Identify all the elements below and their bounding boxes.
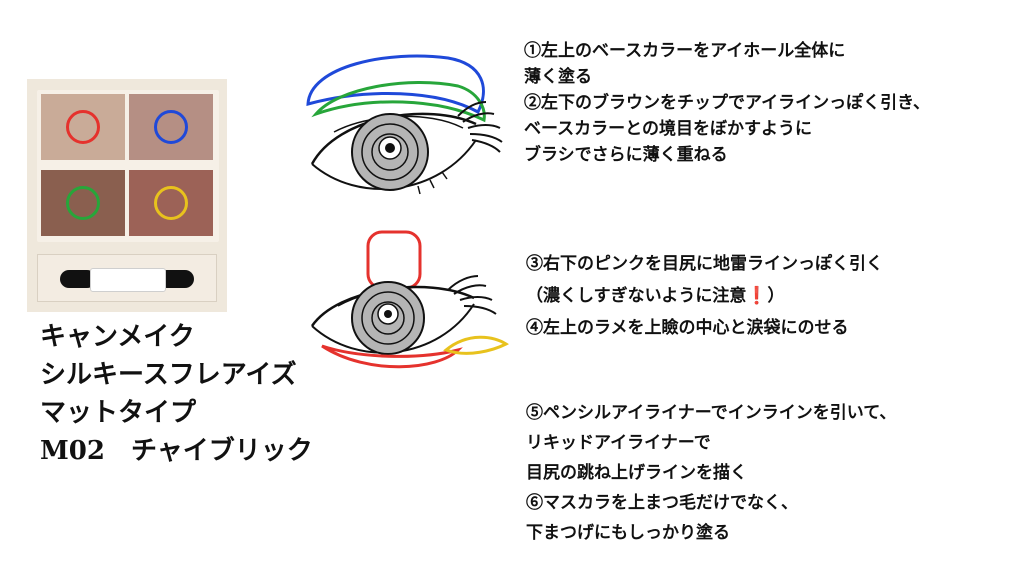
red-circle-marker xyxy=(66,110,100,144)
iris xyxy=(351,113,429,191)
instructions-middle: ③右下のピンクを目尻に地雷ラインっぽく引く （濃くしすぎないように注意❗） ④左… xyxy=(526,248,883,344)
warning-text-end: ） xyxy=(767,286,785,306)
instruction-line: ブラシでさらに薄く重ねる xyxy=(524,145,728,165)
instructions-bottom: ⑤ペンシルアイライナーでインラインを引いて、 リキッドアイライナーで 目尻の跳ね… xyxy=(526,398,896,548)
eyeshadow-palette xyxy=(37,90,219,242)
product-brand: キャンメイク xyxy=(40,322,195,352)
pan-top-right xyxy=(129,94,213,160)
instruction-line: 下まつげにもしっかり塗る xyxy=(526,523,730,543)
instruction-line-warning: （濃くしすぎないように注意❗） xyxy=(526,280,883,312)
eye-illustration-top xyxy=(306,54,503,195)
instruction-line: ②左下のブラウンをチップでアイラインっぽく引き、 xyxy=(524,93,930,113)
applicator-tray xyxy=(37,254,217,302)
product-photo xyxy=(27,79,227,312)
pan-bottom-right xyxy=(129,170,213,236)
chip-applicator xyxy=(60,268,194,292)
instruction-line: ③右下のピンクを目尻に地雷ラインっぽく引く xyxy=(526,254,883,274)
warning-text: （濃くしすぎないように注意 xyxy=(526,286,747,306)
eye-illustration-bottom xyxy=(310,230,509,369)
applicator-tip-left xyxy=(60,270,96,288)
product-series: シルキースフレアイズ xyxy=(40,360,297,390)
instruction-line: ①左上のベースカラーをアイホール全体に xyxy=(524,41,846,61)
instruction-line: リキッドアイライナーで xyxy=(526,433,711,453)
blue-circle-marker xyxy=(154,110,188,144)
yellow-circle-marker xyxy=(154,186,188,220)
instruction-line: 目尻の跳ね上げラインを描く xyxy=(526,463,747,483)
upper-lashes xyxy=(457,101,503,153)
green-circle-marker xyxy=(66,186,100,220)
pan-bottom-left xyxy=(41,170,125,236)
yellow-outer-corner-zone xyxy=(443,335,509,355)
instruction-line: ベースカラーとの境目をぼかすように xyxy=(524,119,812,139)
red-undereye-zone xyxy=(321,344,463,369)
instruction-line: 薄く塗る xyxy=(524,67,592,87)
red-highlight-zone xyxy=(366,230,422,290)
instruction-line: ④左上のラメを上瞼の中心と涙袋にのせる xyxy=(526,318,849,338)
product-type: マットタイプ xyxy=(40,398,197,428)
blue-eyehole-zone xyxy=(306,54,485,115)
lower-lashes xyxy=(417,171,448,195)
applicator-tip-right xyxy=(158,270,194,288)
upper-lashes xyxy=(447,275,497,315)
instruction-line: ⑤ペンシルアイライナーでインラインを引いて、 xyxy=(526,403,897,423)
instructions-top: ①左上のベースカラーをアイホール全体に 薄く塗る ②左下のブラウンをチップでアイ… xyxy=(524,38,930,168)
exclamation-icon: ❗ xyxy=(746,286,768,306)
iris xyxy=(351,281,425,355)
instruction-line: ⑥マスカラを上まつ毛だけでなく、 xyxy=(526,493,798,513)
pan-top-left xyxy=(41,94,125,160)
product-shade: M02 チャイブリック xyxy=(40,436,313,466)
applicator-handle xyxy=(90,268,166,292)
product-name: キャンメイク シルキースフレアイズ マットタイプ M02 チャイブリック xyxy=(40,318,313,470)
